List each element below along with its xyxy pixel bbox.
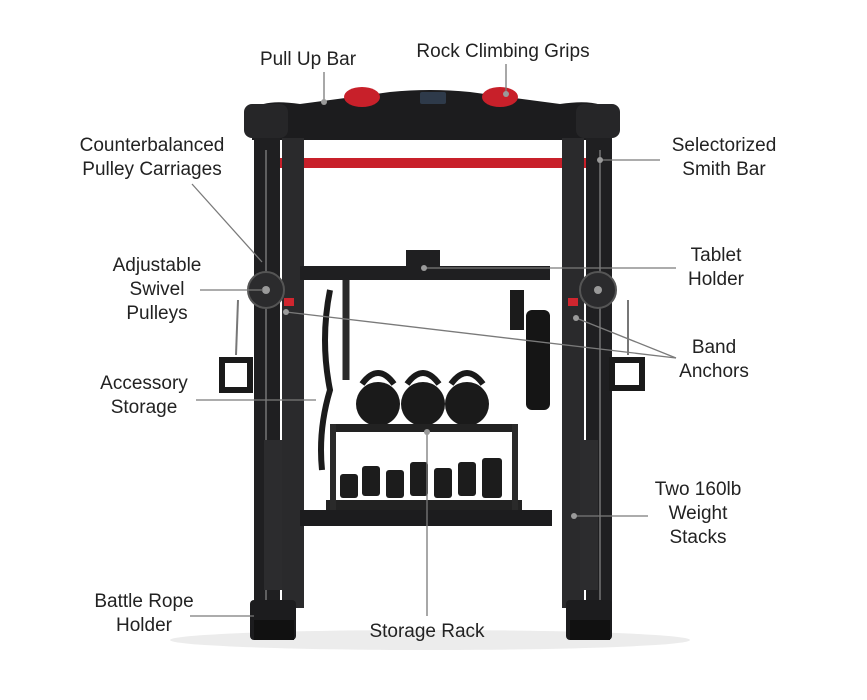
label-battle-rope-holder: Battle Rope Holder (94, 591, 194, 636)
label-adjustable-swivel-pulleys: Adjustable Swivel Pulleys (112, 255, 202, 324)
label-band-anchors: Band Anchors (679, 337, 749, 382)
label-pull-up-bar: Pull Up Bar (259, 49, 357, 70)
label-tablet-holder: Tablet Holder (688, 245, 744, 290)
label-counterbalanced-pulley-carriages: Counterbalanced Pulley Carriages (79, 135, 225, 180)
label-accessory-storage: Accessory Storage (100, 373, 188, 418)
label-rock-climbing-grips: Rock Climbing Grips (416, 41, 590, 62)
label-selectorized-smith-bar: Selectorized Smith Bar (671, 135, 777, 180)
leader-lines (190, 64, 677, 617)
label-two-160lb-weight-stacks: Two 160lb Weight Stacks (654, 479, 742, 548)
label-storage-rack: Storage Rack (369, 621, 485, 642)
